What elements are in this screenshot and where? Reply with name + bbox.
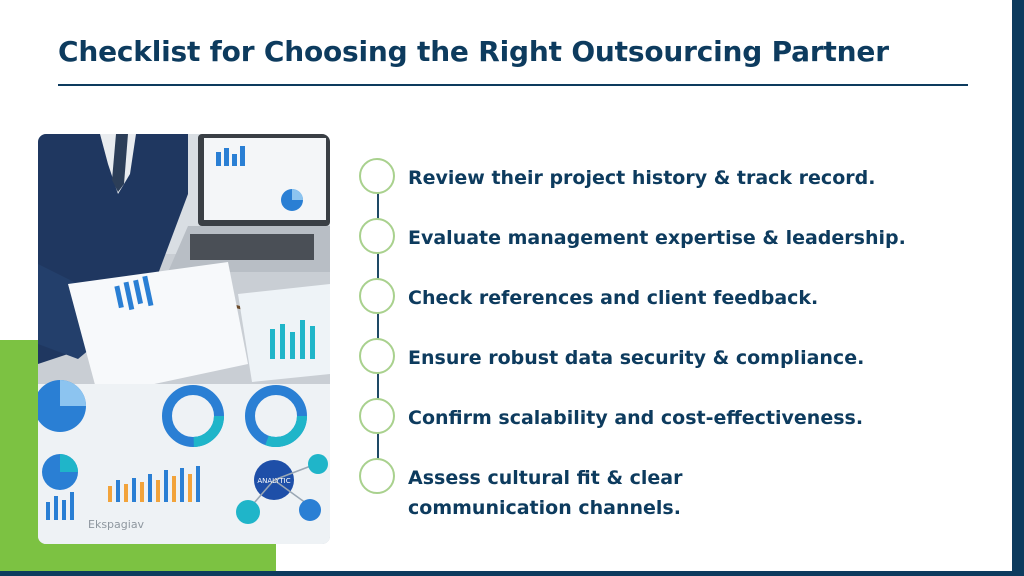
right-accent-bar bbox=[1012, 0, 1024, 576]
analytics-papers: ANALYTIC Ekspagiav bbox=[38, 262, 330, 544]
checklist-item: Check references and client feedback. bbox=[359, 278, 959, 314]
checklist-item-label: Ensure robust data security & compliance… bbox=[408, 347, 865, 369]
business-meeting-photo: ANALYTIC Ekspagiav bbox=[38, 134, 330, 544]
checklist-item-label: Confirm scalability and cost-effectivene… bbox=[408, 407, 864, 429]
title-divider bbox=[58, 84, 968, 86]
laptop bbox=[168, 134, 330, 272]
checklist-bullet bbox=[359, 458, 395, 494]
checklist-item-label: Assess cultural fit & clear communicatio… bbox=[408, 467, 683, 519]
checklist-bullet bbox=[359, 398, 395, 434]
bottom-accent-bar bbox=[0, 571, 1024, 576]
checklist-item: Confirm scalability and cost-effectivene… bbox=[359, 398, 959, 434]
analytic-label: ANALYTIC bbox=[257, 477, 290, 485]
checklist-item-label: Check references and client feedback. bbox=[408, 287, 819, 309]
page-title: Checklist for Choosing the Right Outsour… bbox=[58, 35, 889, 68]
checklist-item: Ensure robust data security & compliance… bbox=[359, 338, 959, 374]
checklist-item: Assess cultural fit & clear communicatio… bbox=[359, 458, 839, 523]
checklist-bullet bbox=[359, 218, 395, 254]
checklist-bullet bbox=[359, 158, 395, 194]
timeline-connector bbox=[377, 176, 379, 478]
checklist-item-label: Evaluate management expertise & leadersh… bbox=[408, 227, 906, 249]
checklist-item: Review their project history & track rec… bbox=[359, 158, 959, 194]
checklist-bullet bbox=[359, 338, 395, 374]
checklist-bullet bbox=[359, 278, 395, 314]
checklist-item: Evaluate management expertise & leadersh… bbox=[359, 218, 959, 254]
paper-label: Ekspagiav bbox=[88, 518, 145, 531]
checklist-item-label: Review their project history & track rec… bbox=[408, 167, 876, 189]
